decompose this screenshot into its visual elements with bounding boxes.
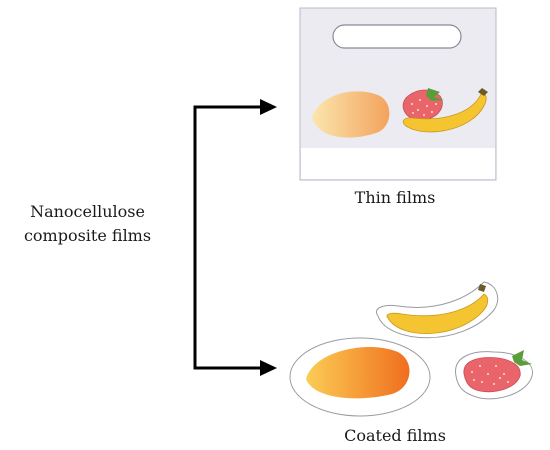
thin-films-label: Thin films: [354, 188, 436, 207]
mango: [312, 91, 390, 138]
source-label-line2: composite films: [23, 226, 152, 245]
source-label-line1: Nanocellulose: [30, 202, 145, 221]
coated-mango: [289, 337, 431, 417]
source-label: Nanocellulose composite films: [0, 200, 175, 248]
arrow-head-thin: [260, 99, 277, 115]
strawberry: [402, 88, 444, 121]
coated-fruits-icon: [289, 281, 533, 417]
coated-banana: [376, 281, 499, 339]
bag-handle-hole: [332, 24, 462, 49]
arrow-line: [193, 105, 262, 370]
bag-with-fruits-icon: [299, 7, 497, 181]
branching-arrow: [193, 99, 277, 376]
coated-strawberry: [455, 350, 533, 400]
coated-films-label: Coated films: [344, 426, 446, 445]
bag-bottom-seal: [301, 148, 495, 179]
arrow-head-coated: [260, 360, 277, 376]
banana: [402, 88, 488, 133]
